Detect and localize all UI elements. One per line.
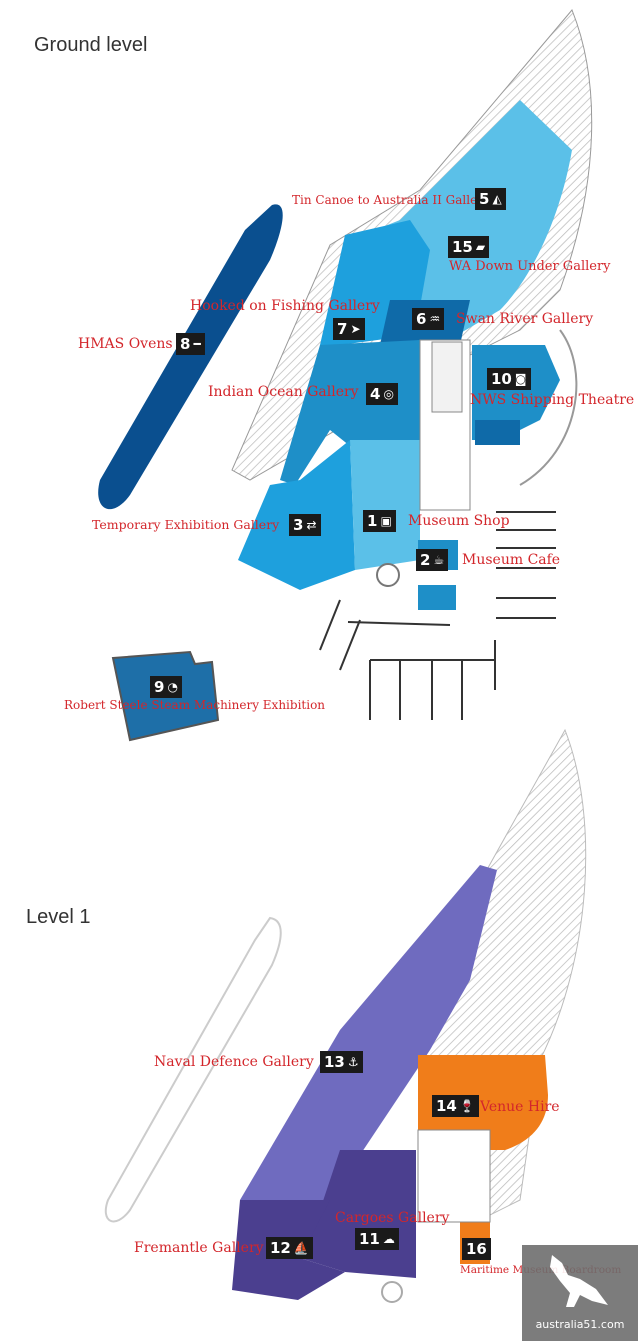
submarine-icon: ━ (193, 337, 201, 351)
glass-icon: 🍷 (459, 1099, 475, 1113)
label-tin-canoe: Tin Canoe to Australia II Gallery (292, 193, 490, 207)
ground-toilets (431, 341, 463, 413)
badge-15[interactable]: 15▰ (448, 236, 490, 258)
sheep-icon: ☁ (382, 1232, 395, 1246)
label-steam-machinery: Robert Steele Steam Machinery Exhibition (64, 698, 326, 712)
badge-12[interactable]: 12⛵ (266, 1237, 313, 1259)
badge-7[interactable]: 7➤ (333, 318, 365, 340)
ground-theatre-wall (519, 329, 578, 486)
watermark-text: australia51.com (535, 1318, 625, 1331)
ground-parking-lines (319, 511, 556, 720)
ground-cafe-annex (418, 585, 456, 610)
ship-wheel-icon (376, 563, 400, 587)
ground-indian-ocean (280, 340, 420, 485)
fish-icon: ➤ (350, 322, 361, 336)
ground-shop-area (350, 440, 420, 570)
label-swan-river: Swan River Gallery (456, 311, 594, 327)
watermark-logo (522, 1245, 638, 1341)
label-naval-defence: Naval Defence Gallery (154, 1054, 314, 1070)
ground-theatre-stage (475, 420, 520, 445)
ship-icon: ⛵ (293, 1241, 309, 1255)
badge-8[interactable]: 8━ (176, 333, 205, 355)
porthole-icon: ◎ (383, 387, 394, 401)
naval-defence-gallery-shape (240, 865, 497, 1200)
hmas-ovens-shape (98, 204, 283, 510)
badge-16[interactable]: 16 (462, 1238, 491, 1260)
sail-icon: ◭ (492, 192, 502, 206)
label-nws-theatre: NWS Shipping Theatre (470, 392, 635, 408)
label-hmas-ovens: HMAS Ovens (78, 336, 173, 352)
gauge-icon: ◔ (167, 680, 178, 694)
badge-14[interactable]: 14🍷 (432, 1095, 479, 1117)
level1-services (417, 1129, 491, 1223)
badge-10[interactable]: 10◙ (487, 368, 531, 390)
label-museum-cafe: Museum Cafe (462, 552, 561, 568)
anchor-icon: ⚓ (347, 1055, 359, 1069)
level1-title: Level 1 (26, 906, 91, 928)
coffee-icon: ☕ (433, 553, 445, 567)
level1-submarine-outline (104, 916, 282, 1223)
level1-ship-wheel-icon (381, 1281, 403, 1303)
badge-3[interactable]: 3⇄ (289, 514, 321, 536)
badge-2[interactable]: 2☕ (416, 549, 449, 571)
badge-6[interactable]: 6♒ (412, 308, 445, 330)
camera-icon: ◙ (514, 372, 527, 386)
venue-hire-shape (418, 1055, 548, 1150)
ground-level-title: Ground level (34, 34, 148, 56)
badge-13[interactable]: 13⚓ (320, 1051, 363, 1073)
map-icon: ▰ (475, 240, 486, 254)
label-wa-down-under: WA Down Under Gallery (449, 259, 611, 274)
badge-11[interactable]: 11☁ (355, 1228, 399, 1250)
label-museum-shop: Museum Shop (408, 513, 510, 529)
arrows-icon: ⇄ (306, 518, 317, 532)
bag-icon: ▣ (380, 514, 392, 528)
label-temporary-exhibition: Temporary Exhibition Gallery (92, 517, 280, 532)
badge-9[interactable]: 9◔ (150, 676, 182, 698)
label-indian-ocean: Indian Ocean Gallery (208, 384, 359, 400)
label-hooked-on-fishing: Hooked on Fishing Gallery (190, 298, 380, 314)
swan-icon: ♒ (429, 312, 441, 326)
kangaroo-icon (550, 1255, 608, 1307)
label-cargoes: Cargoes Gallery (335, 1210, 450, 1226)
badge-4[interactable]: 4◎ (366, 383, 398, 405)
badge-1[interactable]: 1▣ (363, 510, 396, 532)
badge-5[interactable]: 5◭ (475, 188, 506, 210)
label-venue-hire: Venue Hire (480, 1099, 560, 1115)
label-fremantle: Fremantle Gallery (134, 1240, 264, 1256)
